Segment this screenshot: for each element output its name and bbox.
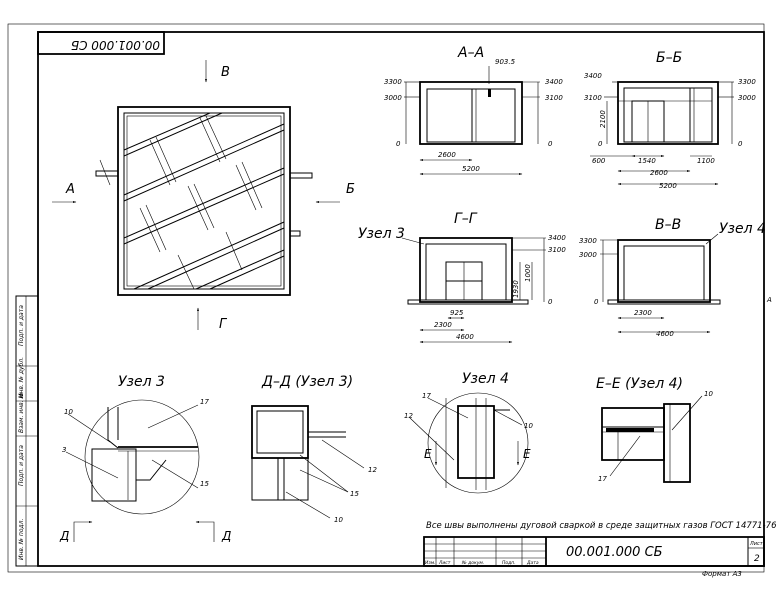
sheet-frame (37, 31, 765, 567)
top-drawing-code: 00.001.000 СБ (71, 38, 160, 52)
arrow-label-b: Б (346, 182, 355, 197)
section-aa-title: А–А (457, 45, 484, 61)
bb-dim-c: 1100 (697, 157, 715, 165)
top-code-box: 00.001.000 СБ (37, 31, 165, 55)
bb-dim-w2: 5200 (659, 182, 677, 190)
arrow-label-v: В (221, 65, 230, 80)
section-gg-node-label: Узел 3 (358, 226, 405, 242)
gg-dim-w0: 925 (450, 309, 464, 317)
bb-dim-l2: 3100 (584, 94, 602, 102)
welding-note: Все швы выполнены дуговой сваркой в сред… (426, 521, 776, 531)
gg-dim-w2: 4600 (456, 333, 474, 341)
aa-dim-zl: 0 (396, 140, 401, 148)
aa-dim-r2: 3100 (545, 94, 563, 102)
bb-dim-zr: 0 (738, 140, 743, 148)
detail-ee-title: Е–Е (Узел 4) (596, 376, 683, 392)
left-binding-strip: Подп. и дата Инв. № дубл. Взам. инв. № П… (15, 295, 39, 567)
ee-callout-17: 17 (598, 475, 607, 483)
section-vv-node-label: Узел 4 (719, 221, 766, 237)
gg-dim-z: 0 (548, 298, 553, 306)
detail-node-3-title: Узел 3 (118, 374, 165, 390)
side-letter: А (766, 296, 772, 304)
aa-dim-r1: 3400 (545, 78, 563, 86)
bb-dim-r2: 3000 (738, 94, 756, 102)
bb-dim-l1: 3400 (584, 72, 602, 80)
vv-dim-z: 0 (594, 298, 599, 306)
aa-dim-top: 903.5 (495, 58, 516, 66)
tb-col-list: Лист (438, 560, 451, 566)
detail-node-4-title: Узел 4 (462, 371, 509, 387)
title-drawing-code: 00.001.000 СБ (566, 545, 663, 560)
section-gg-title: Г–Г (454, 211, 478, 227)
bb-dim-r1: 3300 (738, 78, 756, 86)
strip-label-5: Инв. № подл. (18, 519, 25, 560)
detail-node-3: Узел 3 10 17 3 15 Д Д (59, 374, 231, 543)
section-vv-title: В–В (655, 217, 681, 233)
aa-dim-l1: 3300 (384, 78, 402, 86)
node4-callout-17: 17 (422, 392, 431, 400)
node4-section-mark-right: Е (523, 447, 531, 461)
section-aa: А–А 903.5 3300 3000 0 3400 3100 0 2600 5… (384, 45, 563, 176)
gg-dim-r2: 3100 (548, 246, 566, 254)
sheet-number: 2 (754, 554, 760, 564)
aa-dim-l2: 3000 (384, 94, 402, 102)
dd-callout-10: 10 (334, 516, 343, 524)
detail3-callout-10: 10 (64, 408, 73, 416)
detail-node-4: Узел 4 17 12 10 Е Е (404, 371, 533, 494)
tb-col-date: Дата (526, 560, 539, 566)
detail-ee: Е–Е (Узел 4) 10 17 (596, 376, 713, 483)
dd-callout-15: 15 (350, 490, 359, 498)
sheet-label: Лист (749, 541, 764, 547)
node4-section-mark-left: Е (424, 447, 432, 461)
bb-dim-b: 1540 (638, 157, 656, 165)
dd-callout-12: 12 (368, 466, 377, 474)
plan-view-arrows: В А Б Г (52, 60, 355, 332)
title-block: Изм. Лист № докум. Подп. Дата 00.001.000… (423, 536, 765, 567)
ee-callout-10: 10 (704, 390, 713, 398)
gg-dim-v1: 1930 (512, 280, 520, 298)
section-bb-title: Б–Б (656, 50, 682, 66)
vv-dim-w1: 2300 (634, 309, 652, 317)
bb-dim-a: 600 (592, 157, 606, 165)
arrow-label-g: Г (219, 317, 228, 332)
format-label: Формат А3 (702, 570, 742, 578)
gg-dim-v2: 1000 (524, 264, 532, 282)
tb-col-izm: Изм. (425, 560, 436, 566)
aa-dim-w1: 2600 (438, 151, 456, 159)
bb-dim-w1: 2600 (650, 169, 668, 177)
detail3-section-mark-left: Д (59, 529, 69, 543)
node4-callout-10: 10 (524, 422, 533, 430)
detail-dd-title: Д–Д (Узел 3) (261, 374, 353, 390)
bb-dim-zl: 0 (598, 140, 603, 148)
aa-dim-w2: 5200 (462, 165, 480, 173)
strip-label-2: Инв. № дубл. (18, 357, 25, 398)
gg-dim-w1: 2300 (434, 321, 452, 329)
node4-callout-12: 12 (404, 412, 413, 420)
tb-col-doc: № докум. (461, 560, 484, 566)
strip-label-3: Взам. инв. № (18, 392, 25, 433)
vv-dim-w2: 4600 (656, 330, 674, 338)
section-bb: Б–Б 3400 3100 2100 0 3300 3000 0 600 154… (584, 50, 756, 190)
detail-dd: Д–Д (Узел 3) 12 15 10 (251, 374, 377, 524)
plan-view (95, 106, 313, 296)
arrow-label-a: А (65, 182, 75, 197)
detail3-section-mark-right: Д (221, 529, 231, 543)
detail3-callout-17: 17 (200, 398, 209, 406)
section-vv: В–В Узел 4 3300 3000 0 2300 4600 (579, 217, 766, 338)
section-gg: Г–Г Узел 3 3400 3100 0 1930 1000 925 230… (358, 211, 566, 344)
strip-label-1: Подп. и дата (18, 305, 25, 346)
bb-dim-h: 2100 (599, 110, 607, 128)
tb-col-sign: Подп. (502, 560, 516, 566)
aa-dim-zr: 0 (548, 140, 553, 148)
detail3-callout-15: 15 (200, 480, 209, 488)
strip-label-4: Подп. и дата (18, 445, 25, 486)
detail3-callout-3: 3 (62, 446, 66, 454)
vv-dim-l1: 3300 (579, 237, 597, 245)
gg-dim-r1: 3400 (548, 234, 566, 242)
vv-dim-l2: 3000 (579, 251, 597, 259)
